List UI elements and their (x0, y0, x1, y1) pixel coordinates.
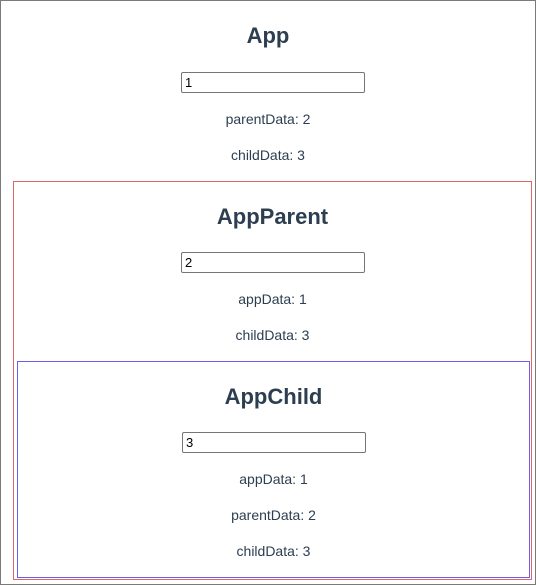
child-app-data-text: appData: 1 (239, 471, 308, 487)
app-child-data-text: childData: 3 (231, 147, 305, 163)
app-child-component: AppChild appData: 1 parentData: 2 childD… (17, 361, 530, 578)
child-parent-data-text: parentData: 2 (231, 507, 316, 523)
app-component: App parentData: 2 childData: 3 (2, 2, 534, 182)
child-child-data-text: childData: 3 (236, 543, 311, 559)
app-parent-title: AppParent (216, 204, 329, 229)
parent-data-input[interactable] (181, 252, 365, 273)
app-data-input[interactable] (181, 72, 365, 93)
parent-child-data-text: childData: 3 (235, 327, 310, 343)
app-child-title: AppChild (224, 384, 323, 409)
app-title: App (246, 23, 290, 48)
app-parent-data-text: parentData: 2 (225, 111, 311, 127)
child-data-input[interactable] (182, 432, 366, 453)
parent-app-data-text: appData: 1 (238, 291, 307, 307)
app-parent-component: AppParent appData: 1 childData: 3 AppChi… (13, 181, 532, 580)
